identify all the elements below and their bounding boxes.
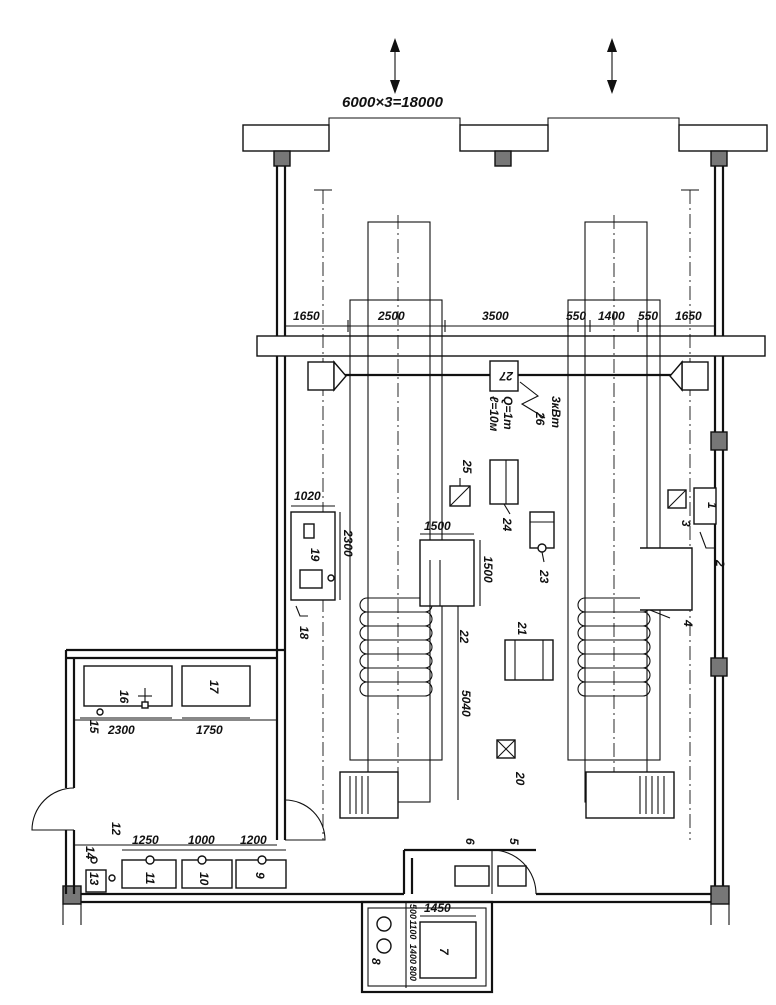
axis-arrows xyxy=(390,38,617,94)
dim-550-right: 550 xyxy=(638,309,658,323)
dim-1650-left: 1650 xyxy=(293,309,320,323)
equipment-right xyxy=(640,487,717,619)
unit-22-dimensions xyxy=(420,533,481,800)
label-5: 5 xyxy=(507,838,521,845)
dim-2500: 2500 xyxy=(377,309,405,323)
dim-1400: 1400 xyxy=(598,309,625,323)
crane-span: ℓ=10м xyxy=(487,396,501,432)
dim-500: 500 xyxy=(408,904,418,919)
label-10: 10 xyxy=(197,872,211,886)
label-9: 9 xyxy=(253,872,267,879)
dim-2300-room: 2300 xyxy=(107,723,135,737)
vestibule-equipment xyxy=(376,902,477,988)
furnace-bay-left xyxy=(339,221,443,819)
crane-capacity: Q=1т xyxy=(501,396,515,430)
heating-coil-left xyxy=(359,597,433,697)
dim-1500-w: 1500 xyxy=(424,519,451,533)
label-19: 19 xyxy=(308,548,322,562)
dim-550-left: 550 xyxy=(566,309,586,323)
label-27: 27 xyxy=(498,369,514,383)
dim-5040: 5040 xyxy=(459,690,473,717)
label-4: 4 xyxy=(681,619,695,627)
label-22: 22 xyxy=(457,629,471,644)
crane-hoists xyxy=(307,360,709,419)
label-13: 13 xyxy=(87,872,101,886)
dim-2300-panel: 2300 xyxy=(341,529,355,557)
label-18: 18 xyxy=(297,626,311,640)
dim-1250: 1250 xyxy=(132,833,159,847)
heating-coil-right xyxy=(577,597,651,697)
label-24: 24 xyxy=(500,517,514,532)
label-1: 1 xyxy=(705,502,719,509)
annex-equipment xyxy=(80,665,287,893)
entrance-vestibule xyxy=(360,848,536,994)
dim-1500-h: 1500 xyxy=(481,556,495,583)
top-dimension-chain xyxy=(285,320,715,332)
dim-1650-right: 1650 xyxy=(675,309,702,323)
label-6: 6 xyxy=(463,838,477,845)
dim-800: 800 xyxy=(408,966,418,981)
label-16: 16 xyxy=(117,690,131,704)
label-11: 11 xyxy=(143,872,157,885)
label-8: 8 xyxy=(369,958,383,965)
dim-1200: 1200 xyxy=(240,833,267,847)
label-14: 14 xyxy=(83,846,97,860)
dim-1000: 1000 xyxy=(188,833,215,847)
dim-3500: 3500 xyxy=(482,309,509,323)
label-21: 21 xyxy=(515,621,529,636)
bay-spacing-title: 6000×3=18000 xyxy=(342,94,444,111)
label-3: 3 xyxy=(679,520,693,527)
label-2: 2 xyxy=(713,559,727,567)
dim-1020: 1020 xyxy=(294,489,321,503)
label-12: 12 xyxy=(109,822,123,836)
label-20: 20 xyxy=(513,771,527,786)
dim-1450: 1450 xyxy=(424,901,451,915)
label-26: 26 xyxy=(533,411,547,426)
furnace-bay-right xyxy=(567,221,675,819)
label-17: 17 xyxy=(207,680,221,695)
dim-1400-v: 1400 xyxy=(408,944,418,964)
top-wall xyxy=(242,117,768,167)
equipment-center xyxy=(419,459,555,887)
crane-power: 3кВт xyxy=(549,396,563,428)
label-23: 23 xyxy=(537,569,551,584)
label-15: 15 xyxy=(87,720,101,734)
dim-1750: 1750 xyxy=(196,723,223,737)
dim-1100: 1100 xyxy=(408,920,418,939)
control-panel-19 xyxy=(290,505,341,617)
label-25: 25 xyxy=(460,459,474,474)
label-7: 7 xyxy=(437,948,451,956)
exterior-walls xyxy=(31,166,730,925)
